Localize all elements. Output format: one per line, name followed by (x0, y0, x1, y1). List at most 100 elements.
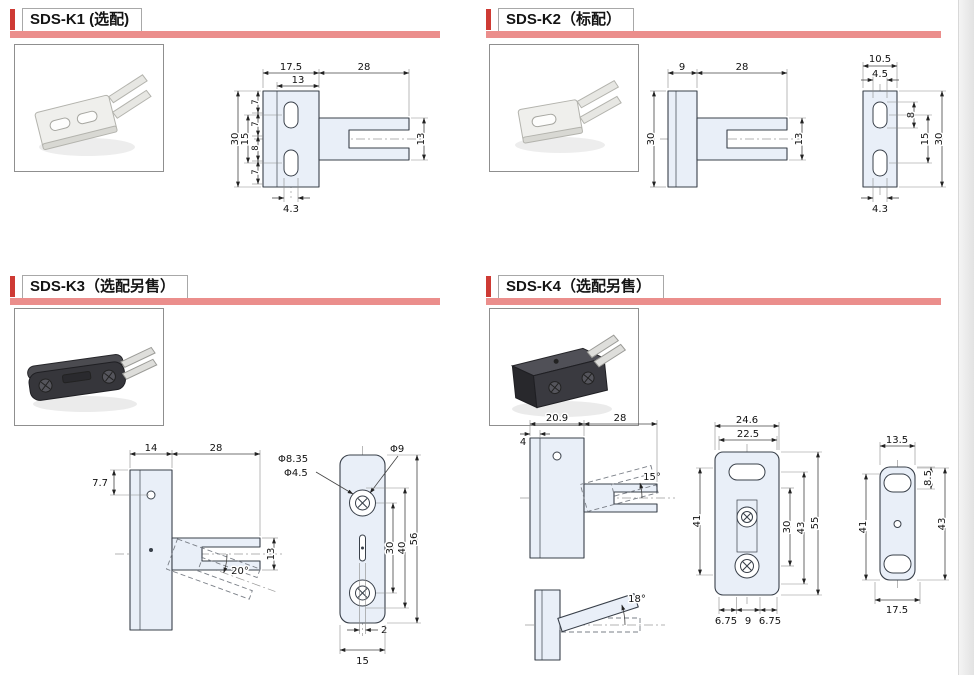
k3-plate-dimensions: Φ8.35 Φ4.5 Φ9 30 40 56 (277, 443, 422, 669)
dim-swing-angle: 20° (231, 566, 249, 577)
k3-front-view: 20° (115, 469, 285, 631)
k2-plate-outline (667, 90, 698, 188)
dim-dia-washer: Φ9 (390, 444, 404, 455)
photo-shadow (33, 396, 137, 412)
k2-slot-hole (872, 101, 888, 129)
k4-blade-tilted (557, 593, 639, 633)
dim-blade-length: 28 (614, 413, 627, 424)
dim-side-width: 10.5 (869, 54, 891, 65)
dim-plate-width: 17.5 (280, 62, 302, 73)
sds-k4-photo-box (489, 308, 639, 426)
dim-pitch-b: 40 (397, 542, 408, 555)
dim-side-bottom-width: 17.5 (886, 605, 908, 616)
dim-slot-width: 4.3 (283, 204, 299, 215)
dim-hole-pitch: 15 (920, 133, 931, 146)
metal-key-shape (34, 74, 152, 151)
k4-side-dimensions: 13.5 8.5 41 43 17.5 (857, 434, 950, 618)
k4-blade-straight-ghost (559, 617, 641, 633)
dim-face-left-height: 41 (692, 515, 703, 528)
sds-k3-product-photo (27, 346, 158, 412)
dim-seg-d: 7 (251, 169, 261, 174)
k1-front-view (254, 90, 422, 198)
section-title: SDS-K1 (选配) (22, 7, 143, 32)
k4-lock-slider (736, 499, 758, 553)
sds-k2-product-photo (515, 79, 622, 153)
dim-tab-width: 13 (292, 75, 305, 86)
dim-pitch-a: 30 (782, 521, 793, 534)
k4-side-center-hole (893, 520, 902, 528)
dim-blade-length: 28 (736, 62, 749, 73)
dim-side-width: 13.5 (886, 435, 908, 446)
k4-plate-dimensions: 24.6 22.5 41 30 43 55 (691, 414, 823, 629)
dim-overall-height: 30 (646, 133, 657, 146)
plastic-key-assembly (510, 334, 627, 409)
section-title: SDS-K3（选配另售） (22, 274, 189, 299)
dim-head-width: 20.9 (546, 413, 568, 424)
section-rule (486, 298, 941, 305)
right-edge-strip (958, 0, 974, 675)
dim-side-left-height: 41 (858, 521, 869, 534)
dim-blade-length: 28 (210, 443, 223, 454)
k3-front-dimensions: 14 28 7.7 13 (91, 442, 279, 571)
k2-front-view (660, 90, 800, 188)
dim-pitch-a: 30 (385, 542, 396, 555)
k4-top-hole (552, 451, 562, 461)
dim-swing-angle-top: 18° (628, 594, 646, 605)
section-rule (486, 31, 941, 38)
sds-k3-photo-box (14, 308, 164, 426)
k4-side-plate-outline (534, 589, 561, 661)
dim-swing-angle-front: 15° (643, 472, 661, 483)
sds-k1-dimension-drawing: 17.5 28 13 30 15 7 7 (229, 61, 429, 217)
k2-slot-hole (872, 149, 888, 177)
dim-side-inner: 4.5 (872, 69, 888, 80)
k4-top-slot (728, 463, 766, 481)
k3-mounting-plate-view (339, 446, 386, 636)
sds-k1-product-photo (34, 74, 152, 156)
k4-top-insertion-view: 18° (525, 589, 665, 661)
k3-blade-outline (171, 537, 261, 571)
dim-side-right-height: 43 (937, 518, 948, 531)
red-accent-bar (486, 276, 491, 297)
dim-foot-c: 6.75 (759, 616, 781, 627)
red-accent-bar (486, 9, 491, 30)
sds-k2-header: SDS-K2（标配） (486, 7, 635, 32)
dim-seg-c: 8 (251, 145, 261, 150)
k1-slot-hole (283, 101, 299, 129)
sds-k1-photo-box (14, 44, 164, 172)
dim-seg-a: 7 (251, 99, 261, 104)
k4-mounting-plate-view (714, 444, 780, 604)
dim-blade-height: 13 (416, 133, 427, 146)
sds-k4-dimension-drawing: 15° 20.9 28 4 (518, 412, 950, 661)
dim-blade-height: 13 (794, 133, 805, 146)
dim-side-step: 8.5 (923, 470, 934, 486)
section-title: SDS-K4（选配另售） (498, 274, 665, 299)
red-accent-bar (10, 276, 15, 297)
red-accent-bar (10, 9, 15, 30)
k1-blade-outline (318, 117, 410, 161)
dim-blade-height: 13 (266, 548, 277, 561)
k3-blade-swung-ghost (165, 538, 261, 600)
dim-blade-length: 28 (358, 62, 371, 73)
sds-k3-dimension-drawing: 20° 14 28 7.7 13 (91, 442, 422, 669)
dim-head-step: 4 (520, 437, 526, 448)
dim-seg-b: 7 (251, 121, 261, 126)
sds-k1-header: SDS-K1 (选配) (10, 7, 143, 32)
k1-slot-hole (283, 149, 299, 177)
dim-plate-height: 56 (409, 533, 420, 546)
plastic-key-assembly (27, 346, 158, 401)
dim-foot-b: 9 (745, 616, 751, 627)
dim-side-height: 30 (934, 133, 945, 146)
k3-pivot-dot (149, 548, 153, 552)
section-title: SDS-K2（标配） (498, 7, 635, 32)
sds-k4-product-photo (510, 334, 627, 417)
k2-front-dimensions: 9 28 30 13 (645, 61, 807, 188)
k4-side-view (879, 460, 916, 588)
dim-overall-height: 30 (230, 133, 241, 146)
k4-blade-swung-ghost (579, 465, 659, 513)
dim-dia-counterbore: Φ8.35 (278, 454, 308, 465)
dim-top-offset: 7.7 (92, 478, 108, 489)
dim-plate-width: 14 (145, 443, 158, 454)
dim-foot-a: 6.75 (715, 616, 737, 627)
sds-k4-header: SDS-K4（选配另售） (486, 274, 665, 299)
